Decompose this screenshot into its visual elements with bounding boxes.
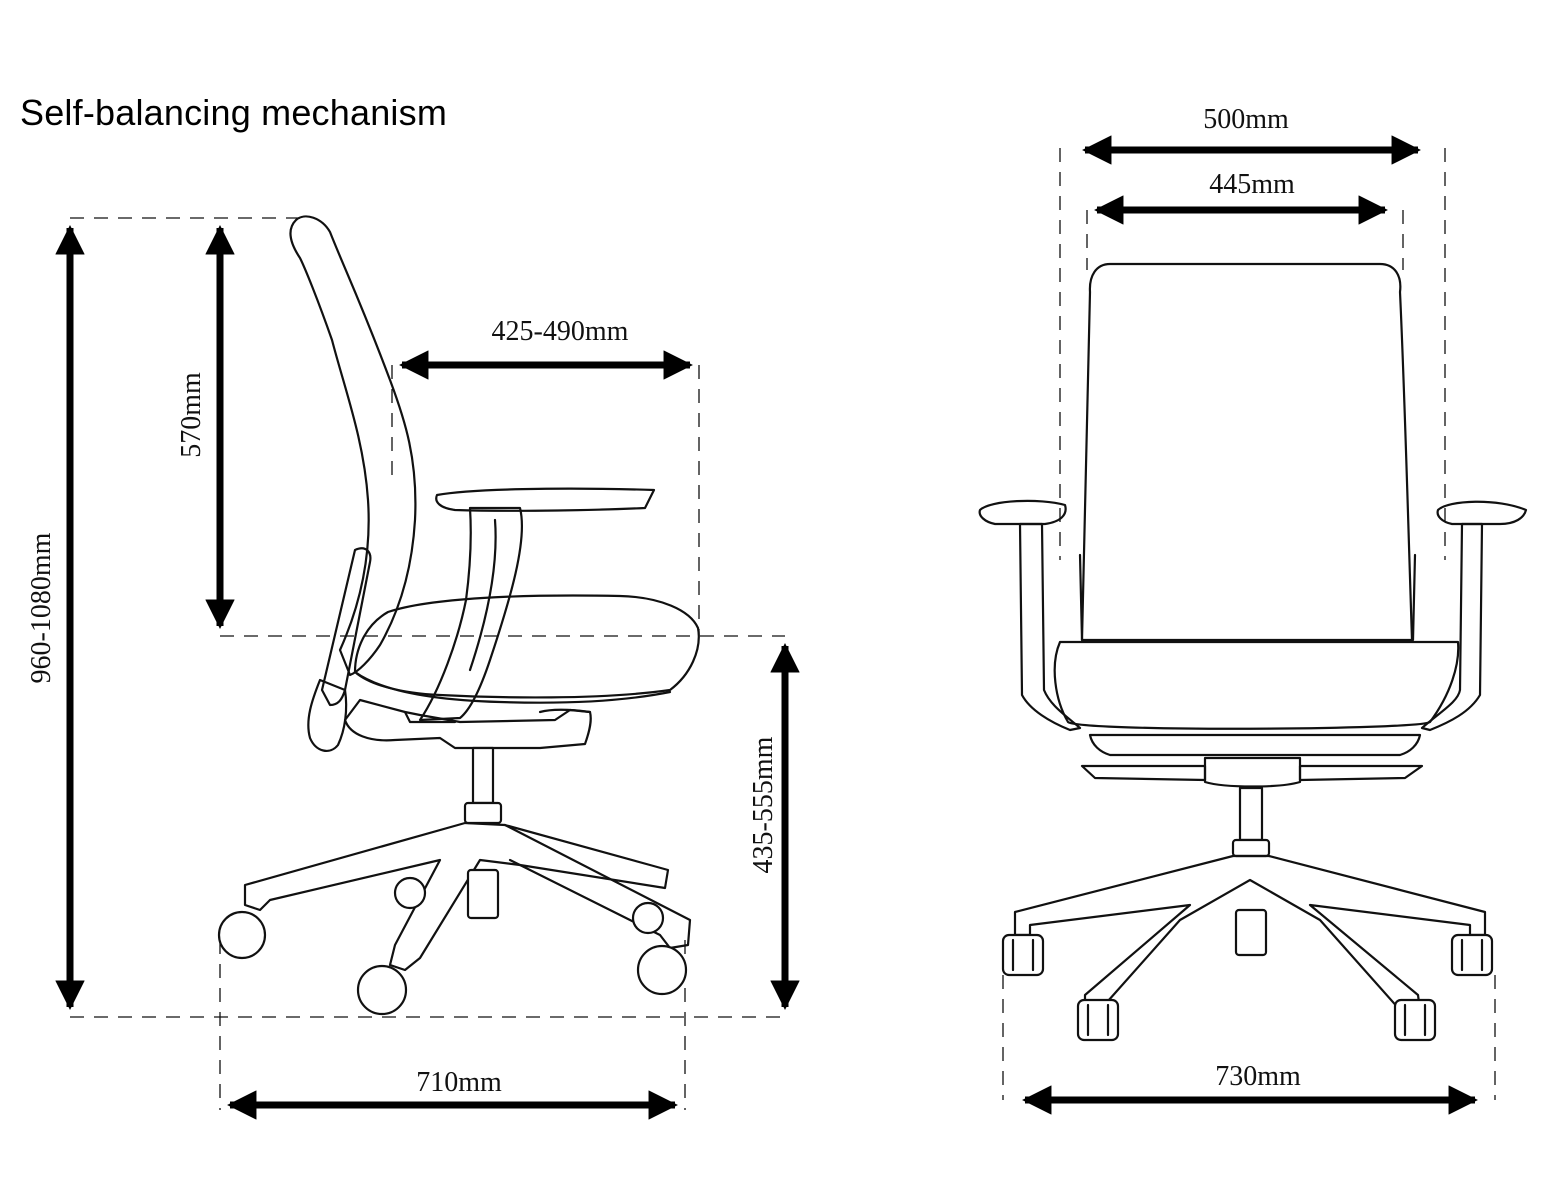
dimension-arrows-front <box>1022 135 1478 1115</box>
overall-height-label: 960-1080mm <box>26 532 57 683</box>
base-depth-label: 710mm <box>416 1067 502 1098</box>
backrest-height-label: 570mm <box>176 372 207 458</box>
side-view-chair <box>70 215 785 1110</box>
dimension-arrows-side <box>55 225 800 1120</box>
seat-height-label: 435-555mm <box>748 736 779 873</box>
back-width-label: 500mm <box>1203 104 1289 135</box>
page-title: Self-balancing mechanism <box>20 92 448 133</box>
seat-depth-label: 425-490mm <box>492 316 629 347</box>
front-view-chair <box>978 148 1528 1100</box>
base-width-label: 730mm <box>1215 1061 1301 1092</box>
seat-width-label: 445mm <box>1209 169 1295 200</box>
